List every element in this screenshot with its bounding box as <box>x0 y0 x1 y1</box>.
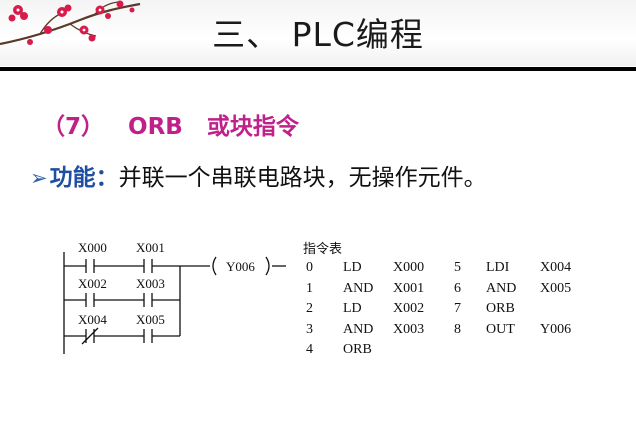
instruction-arg: X001 <box>393 280 425 296</box>
instruction-op: LD <box>343 301 362 317</box>
header-divider <box>0 67 636 71</box>
contact-label-row3-first: X004 <box>78 312 107 327</box>
table-row: 4 ORB <box>300 340 571 361</box>
step-number: 1 <box>306 280 313 296</box>
section-heading: （7） ORB 或块指令 <box>42 107 315 141</box>
function-label: 功能： <box>49 165 119 191</box>
section-name: 或块指令 <box>206 114 299 140</box>
ladder-diagram: X000 X001 X002 X003 X004 X005 Y006 <box>63 240 286 354</box>
contact-label-row2-first: X002 <box>78 276 107 291</box>
instruction-arg: X004 <box>540 260 572 276</box>
step-number: 0 <box>306 260 313 276</box>
plum-blossom-branch-icon <box>0 0 141 46</box>
contact-label-row1-second: X001 <box>136 240 165 255</box>
step-number: 6 <box>454 280 461 296</box>
step-number: 7 <box>454 301 461 317</box>
slide-title: 三、 PLC编程 <box>212 15 424 54</box>
empty-cell <box>486 340 540 361</box>
instruction-arg: X003 <box>393 321 425 337</box>
instruction-op: LD <box>343 260 362 276</box>
contact-label-row2-second: X003 <box>136 276 165 291</box>
table-row: 2 LD X002 7 ORB <box>300 299 571 320</box>
coil-label: Y006 <box>226 259 255 274</box>
step-number: 8 <box>454 321 461 337</box>
step-number: 5 <box>454 260 461 276</box>
step-number: 4 <box>306 342 313 358</box>
instruction-arg: X002 <box>393 301 425 317</box>
function-line: ➢功能：并联一个串联电路块，无操作元件。 <box>30 158 487 192</box>
instruction-list-table: 0 LD X000 5 LDI X004 1 AND X001 6 AND X0… <box>300 258 571 361</box>
instruction-op: LDI <box>486 260 510 276</box>
section-mnemonic: ORB <box>128 114 183 140</box>
instruction-op: ORB <box>486 301 515 317</box>
instruction-op: ORB <box>343 342 372 358</box>
empty-cell <box>454 340 486 361</box>
step-number: 3 <box>306 321 313 337</box>
table-row: 1 AND X001 6 AND X005 <box>300 279 571 300</box>
table-row: 0 LD X000 5 LDI X004 <box>300 258 571 279</box>
function-text: 并联一个串联电路块，无操作元件。 <box>118 165 487 191</box>
empty-cell <box>540 340 571 361</box>
instruction-arg <box>393 340 454 361</box>
contact-label-row1-first: X000 <box>78 240 107 255</box>
instruction-arg: Y006 <box>540 321 572 337</box>
section-number: （7） <box>42 114 105 140</box>
instruction-op: OUT <box>486 321 515 337</box>
table-row: 3 AND X003 8 OUT Y006 <box>300 320 571 341</box>
instruction-arg: X000 <box>393 260 425 276</box>
instruction-arg <box>540 299 571 320</box>
instruction-arg: X005 <box>540 280 572 296</box>
contact-label-row3-second: X005 <box>136 312 165 327</box>
arrow-bullet-icon: ➢ <box>30 166 48 190</box>
instruction-op: AND <box>343 280 374 296</box>
instruction-op: AND <box>486 280 517 296</box>
instruction-list-title: 指令表 <box>303 242 343 257</box>
step-number: 2 <box>306 301 313 317</box>
instruction-op: AND <box>343 321 374 337</box>
